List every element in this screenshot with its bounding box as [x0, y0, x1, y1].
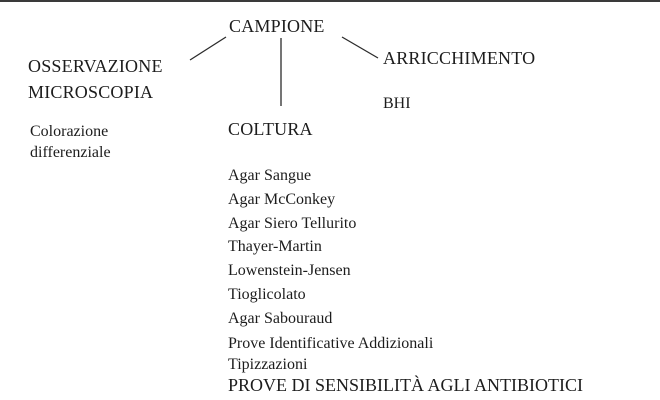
left-branch-title-line-2: MICROSCOPIA — [28, 82, 154, 102]
followup-tests-list: Prove Identificative Addizionali Tipizza… — [228, 333, 583, 396]
culture-media-item: Agar Sangue — [228, 167, 312, 184]
culture-media-item: Agar McConkey — [228, 190, 336, 208]
culture-media-item: Thayer-Martin — [228, 238, 322, 256]
followup-item: Tipizzazioni — [228, 356, 308, 373]
followup-item-antibiotic-sensitivity: PROVE DI SENSIBILITÀ AGLI ANTIBIOTICI — [228, 375, 583, 395]
culture-media-item: Agar Sabouraud — [228, 309, 333, 327]
right-branch-medium: BHI — [383, 95, 411, 112]
connector-to-right-branch — [341, 36, 379, 59]
left-branch-subtitle-line-1: Colorazione — [30, 123, 109, 140]
right-branch-title: ARRICCHIMENTO — [383, 48, 536, 68]
culture-media-item: Tioglicolato — [228, 285, 306, 303]
left-branch-title: OSSERVAZIONE MICROSCOPIA — [28, 53, 163, 105]
root-node-label: CAMPIONE — [229, 16, 325, 36]
left-branch-subtitle: Colorazione differenziale — [30, 121, 111, 163]
culture-media-item: Lowenstein-Jensen — [228, 262, 351, 280]
left-branch-subtitle-line-2: differenziale — [30, 144, 111, 161]
followup-item: Prove Identificative Addizionali — [228, 335, 434, 352]
culture-media-list: Agar Sangue Agar McConkey Agar Siero Tel… — [228, 164, 356, 331]
center-branch-title: COLTURA — [228, 119, 313, 139]
culture-media-item: Agar Siero Tellurito — [228, 214, 357, 232]
connector-to-left-branch — [189, 36, 227, 61]
left-branch-title-line-1: OSSERVAZIONE — [28, 56, 163, 76]
top-border-line — [0, 0, 660, 2]
